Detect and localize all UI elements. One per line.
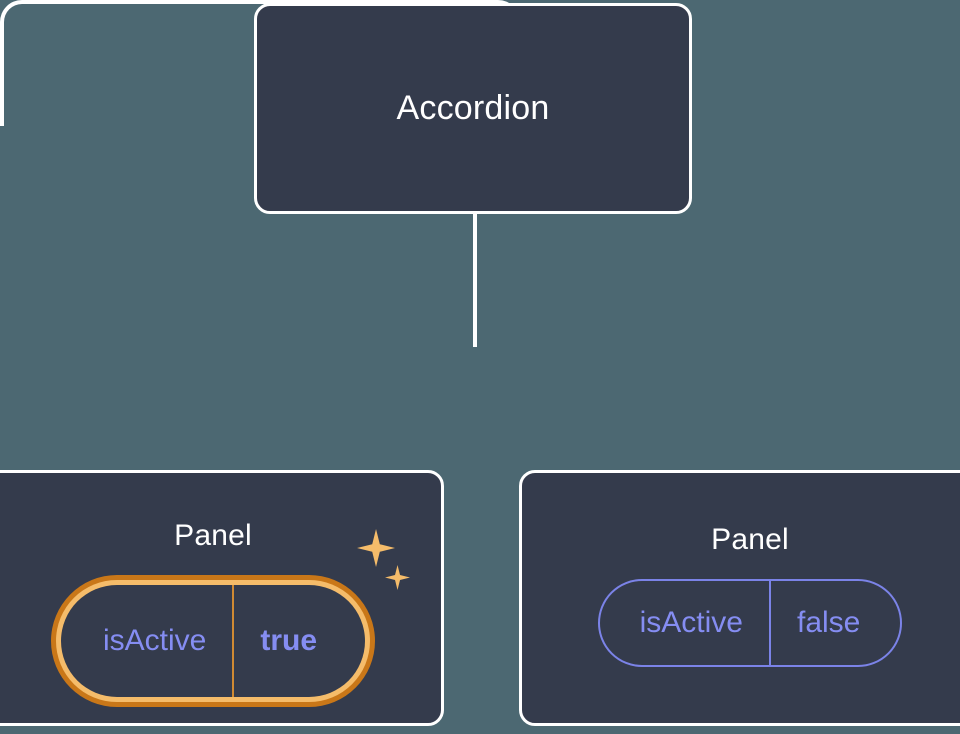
prop-divider [232,585,235,697]
prop-pill[interactable]: isActive false [597,579,903,667]
prop-value: false [796,606,861,639]
prop-pill-highlighted[interactable]: isActive true [51,529,411,707]
connector-root-to-bar [473,214,477,347]
prop-pill-plain[interactable]: isActive false [597,579,903,667]
prop-divider [768,581,771,665]
tree-node-panel-inactive[interactable]: Panel isActive false [519,470,960,726]
node-title: Panel [174,519,252,552]
node-title: Accordion [396,89,550,127]
prop-pill[interactable]: isActive true [60,585,366,697]
sparkle-icon [357,529,396,567]
prop-value: true [260,624,318,657]
prop-key: isActive [639,606,743,639]
tree-node-panel-active[interactable]: Panel isActive true [0,470,444,726]
prop-key: isActive [102,624,207,657]
tree-node-accordion[interactable]: Accordion [254,3,692,214]
sparkle-icon [385,565,411,590]
node-title: Panel [711,523,789,556]
